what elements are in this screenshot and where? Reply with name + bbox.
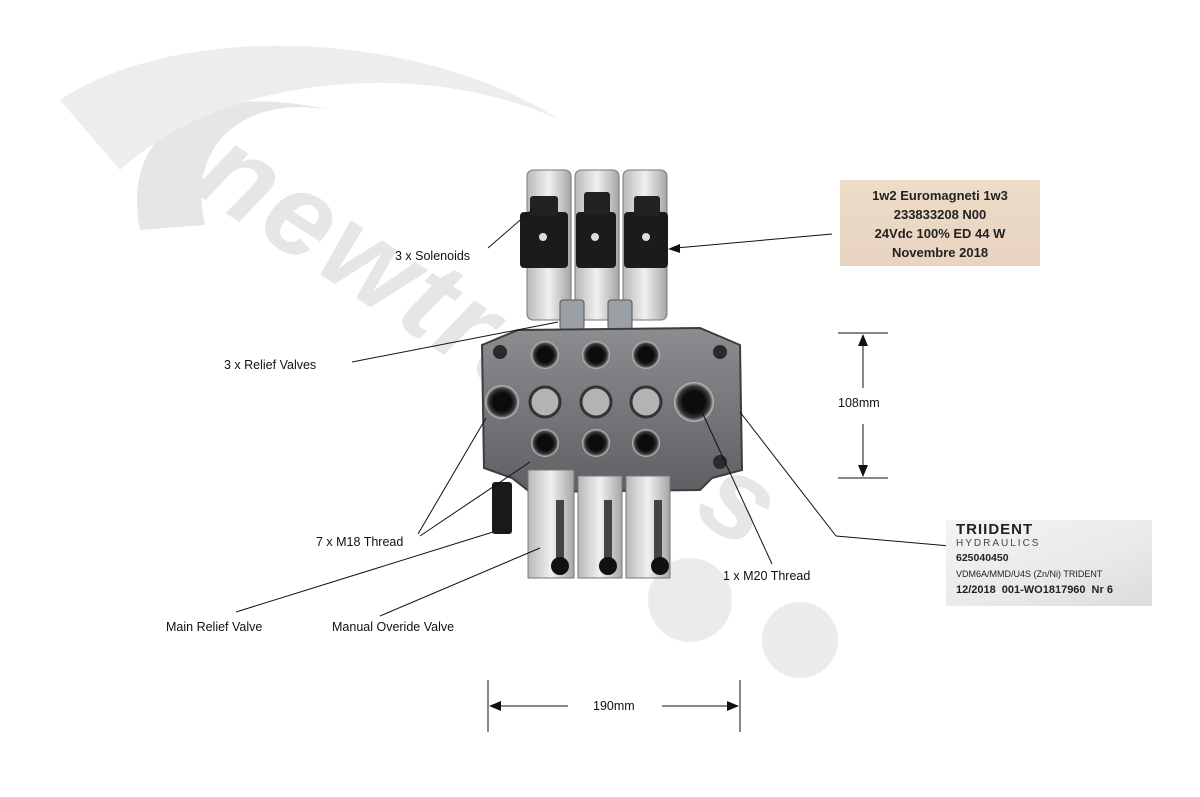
m18-thread-label: 7 x M18 Thread [316, 535, 404, 549]
manual-override-leader [379, 547, 541, 617]
width-dimension [487, 680, 741, 732]
width-dimension-label: 190mm [593, 699, 635, 713]
height-dimension-label: 108mm [838, 396, 880, 410]
trident-leader-a [739, 411, 837, 537]
relief-valves-leader [351, 321, 559, 363]
m20-thread-label: 1 x M20 Thread [723, 569, 811, 583]
coil-plate-line3: 24Vdc 100% ED 44 W [874, 226, 1006, 241]
coil-plate-line1: 1w2 Euromagneti 1w3 [872, 188, 1008, 203]
trident-line5: 12/2018 001-WO1817960 Nr 6 [956, 582, 1152, 598]
relief-valve-caps [559, 299, 633, 331]
trident-model: VDM6A/MMD/U4S (Zn/Ni) TRIDENT [956, 569, 1103, 579]
trident-subtitle: HYDRAULICS [956, 538, 1041, 549]
coil-plate-arrow [668, 233, 833, 253]
trident-nameplate: TRIIDENT HYDRAULICS 625040450 VDM6A/MMD/… [946, 520, 1152, 606]
trident-date: 12/2018 [956, 584, 996, 596]
trident-leader-b [835, 535, 951, 547]
solenoids-label: 3 x Solenoids [395, 249, 471, 263]
ports [485, 341, 714, 457]
main-relief-label: Main Relief Valve [166, 620, 263, 634]
leader-lines [235, 207, 951, 617]
trident-part-number: 625040450 [956, 552, 1009, 564]
solenoids-leader [487, 207, 535, 249]
height-dimension [838, 332, 888, 479]
relief-valves-label: 3 x Relief Valves [224, 358, 317, 372]
trident-serial: Nr 6 [1091, 584, 1113, 596]
valve-assembly [480, 169, 744, 579]
solenoid-coils [520, 192, 668, 268]
m20-leader [701, 411, 773, 565]
trident-brand: TRIIDENT [956, 521, 1034, 538]
coil-nameplate: 1w2 Euromagneti 1w3 233833208 N00 24Vdc … [840, 180, 1040, 266]
manual-override-label: Manual Overide Valve [332, 620, 455, 634]
m18-leader-1 [417, 417, 487, 535]
main-relief-leader [235, 531, 494, 613]
m18-leader-2 [419, 461, 531, 537]
trident-order: 001-WO1817960 [1001, 584, 1086, 596]
spool-housings [492, 469, 671, 579]
coil-plate-line4: Novembre 2018 [891, 245, 989, 260]
coil-plate-line2: 233833208 N00 [893, 207, 987, 222]
